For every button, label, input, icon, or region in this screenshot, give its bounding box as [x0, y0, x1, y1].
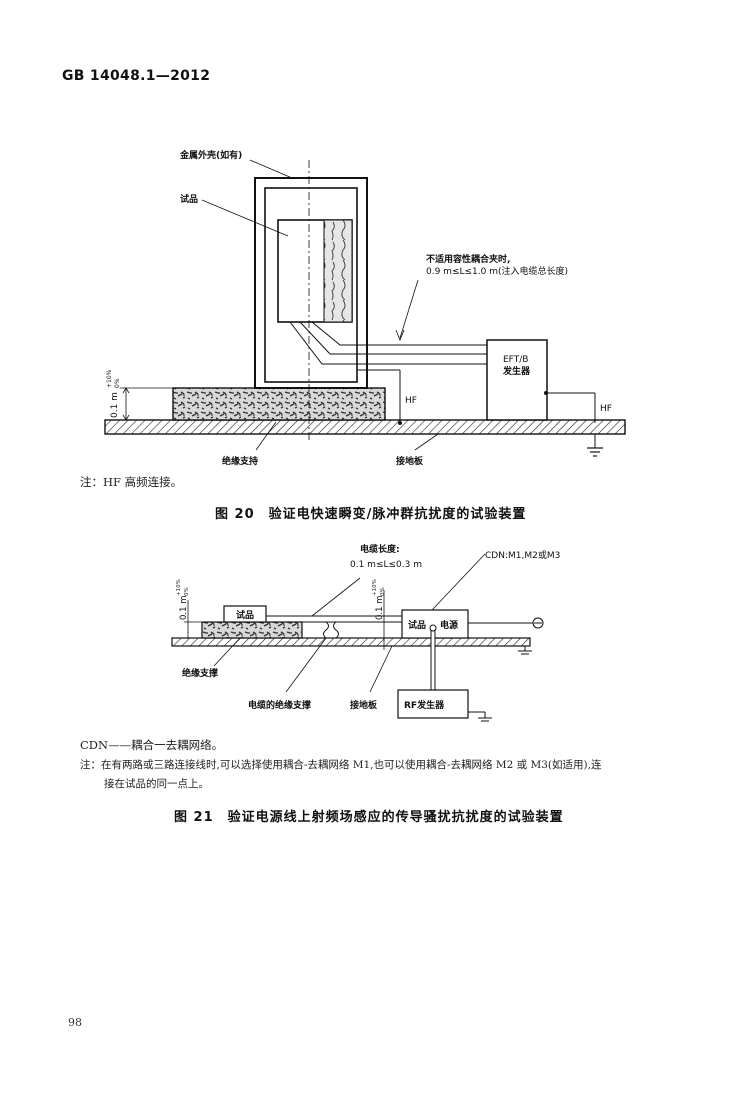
label-hf-right: HF [600, 404, 612, 414]
figure-21-note-line2: 接在试品的同一点上。 [104, 778, 209, 790]
insulating-support-21 [201, 621, 303, 639]
label-insulating-support: 绝缘支持 [222, 455, 258, 467]
rf-generator-box [397, 689, 469, 719]
label-cable-support: 电缆的绝缘支撑 [248, 699, 311, 711]
insulating-support-block [172, 387, 386, 421]
figure-20-diagram: 金属外壳(如有) 试品 不适用容性耦合夹时, 0.9 m≤L≤1.0 m(注入电… [104, 149, 626, 467]
label-generator2: 发生器 [502, 365, 531, 377]
svg-text:+10%: +10% [176, 579, 182, 596]
label-ground-plane-20: 接地板 [396, 455, 424, 467]
label-height-21-left: 0.1 m [179, 596, 189, 621]
label-power: 电源 [440, 619, 458, 631]
svg-text:0%: 0% [114, 378, 121, 388]
ground-plane-21 [171, 637, 531, 647]
label-height-20: 0.1 m [110, 392, 120, 418]
label-note-top2: 0.9 m≤L≤1.0 m(注入电缆总长度) [426, 265, 568, 277]
label-eut-power: 试品 [408, 619, 426, 631]
figure-20-note: 注：HF 高频连接。 [80, 475, 183, 489]
eut-box-21 [223, 605, 267, 623]
label-cable-length1: 电缆长度: [360, 543, 400, 555]
figure-21-note-line1: 注：在有两路或三路连接线时,可以选择使用耦合-去耦网络 M1,也可以使用耦合-去… [80, 759, 602, 771]
label-note-top1: 不适用容性耦合夹时, [426, 253, 510, 265]
label-eut-21: 试品 [236, 609, 254, 621]
eft-generator-box [486, 339, 548, 421]
standard-header: GB 14048.1—2012 [62, 68, 211, 84]
label-rf-generator: RF发生器 [404, 699, 445, 711]
label-generator1: EFT/B [503, 355, 528, 365]
svg-text:0%: 0% [184, 587, 190, 596]
label-insulating-support-21: 绝缘支撑 [182, 667, 218, 679]
label-enclosure: 金属外壳(如有) [179, 149, 242, 161]
label-ground-plane-21: 接地板 [350, 699, 378, 711]
label-height-21-right: 0.1 m [375, 596, 385, 621]
page-number: 98 [68, 1016, 82, 1029]
figure-21-caption: 图 21 验证电源线上射频场感应的传导骚扰抗扰度的试验装置 [174, 810, 564, 825]
svg-text:+10%: +10% [106, 369, 113, 388]
label-cable-length2: 0.1 m≤L≤0.3 m [350, 560, 422, 570]
figure-20-caption: 图 20 验证电快速瞬变/脉冲群抗扰度的试验装置 [215, 507, 527, 522]
cdn-definition: CDN——耦合一去耦网络。 [80, 738, 224, 752]
figure-21-diagram: 电缆长度: 0.1 m≤L≤0.3 m CDN:M1,M2或M3 试品 试品 电… [171, 543, 560, 722]
label-cdn: CDN:M1,M2或M3 [485, 549, 560, 561]
svg-text:0%: 0% [380, 587, 386, 596]
label-hf-left: HF [405, 396, 417, 406]
label-eut-20: 试品 [180, 193, 198, 205]
svg-text:+10%: +10% [372, 579, 378, 596]
ground-plane-20 [104, 419, 626, 435]
